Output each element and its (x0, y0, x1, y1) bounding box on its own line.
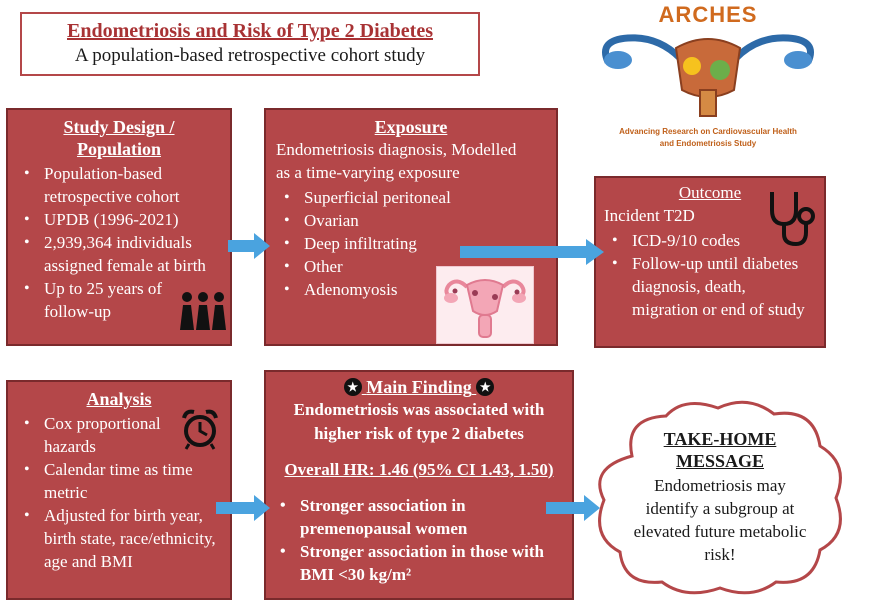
list-item: ICD-9/10 codes (604, 229, 816, 252)
list-item: Calendar time as time metric (16, 458, 222, 504)
list-item: Stronger association in premenopausal wo… (272, 494, 566, 540)
main-finding-box: ★ Main Finding ★ Endometriosis was assoc… (264, 370, 574, 600)
logo-uterus-graphic (602, 34, 814, 117)
list-item: Up to 25 years of follow-up (16, 277, 222, 323)
logo-tagline-1: Advancing Research on Cardiovascular Hea… (619, 127, 797, 136)
list-item: Deep infiltrating (276, 232, 546, 255)
star-icon: ★ (476, 378, 495, 396)
poster-title: Endometriosis and Risk of Type 2 Diabete… (67, 20, 433, 42)
take-home-cloud (598, 400, 842, 595)
alarm-clock-icon (182, 409, 218, 450)
take-home-text: TAKE-HOME MESSAGE Endometriosis may iden… (628, 428, 812, 566)
list-item: Cox proportional hazards (16, 412, 222, 458)
outcome-heading: Outcome (678, 183, 742, 202)
stethoscope-icon (770, 192, 815, 247)
list-item: Other (276, 255, 546, 278)
study-design-list: Population-based retrospective cohort UP… (16, 162, 222, 323)
arches-logo: ARCHES Advancing Research on Cardiovascu… (588, 0, 828, 160)
main-finding-heading: Main Finding (366, 377, 472, 397)
study-design-heading: Study Design / Population (63, 117, 175, 159)
outcome-list: ICD-9/10 codes Follow-up until diabetes … (604, 229, 816, 321)
analysis-list: Cox proportional hazards Calendar time a… (16, 412, 222, 573)
main-finding-list: Stronger association in premenopausal wo… (272, 494, 566, 586)
list-item: Stronger association in those with BMI <… (272, 540, 566, 586)
uterus-image (436, 266, 534, 344)
title-box: Endometriosis and Risk of Type 2 Diabete… (20, 12, 480, 76)
list-item: UPDB (1996-2021) (16, 208, 222, 231)
take-home-message: Endometriosis may identify a subgroup at… (633, 476, 807, 564)
arrow-design-to-exposure (228, 233, 270, 259)
hazard-ratio: Overall HR: 1.46 (95% CI 1.43, 1.50) (284, 460, 554, 479)
take-home-heading: TAKE-HOME MESSAGE (663, 429, 777, 471)
women-group-icon (180, 292, 226, 330)
analysis-heading: Analysis (86, 389, 152, 409)
arrow-finding-to-takehome (546, 495, 600, 521)
exposure-list: Superficial peritoneal Ovarian Deep infi… (276, 186, 546, 301)
logo-tagline-2: and Endometriosis Study (659, 139, 757, 148)
list-item: Follow-up until diabetes diagnosis, deat… (604, 252, 816, 321)
outcome-box: Outcome Incident T2D ICD-9/10 codes Foll… (594, 176, 826, 348)
exposure-heading: Exposure (374, 117, 448, 137)
exposure-intro: Endometriosis diagnosis, Modelled as a t… (276, 140, 517, 182)
logo-title: ARCHES (658, 2, 758, 27)
main-finding-statement: Endometriosis was associated with higher… (293, 400, 545, 443)
list-item: Population-based retrospective cohort (16, 162, 222, 208)
arrow-analysis-to-finding (216, 495, 270, 521)
arrow-exposure-to-outcome (460, 239, 604, 265)
list-item: Superficial peritoneal (276, 186, 546, 209)
outcome-intro: Incident T2D (604, 206, 695, 225)
star-icon: ★ (343, 378, 362, 396)
list-item: 2,939,364 individuals assigned female at… (16, 231, 222, 277)
list-item: Adenomyosis (276, 278, 546, 301)
uterus-icon (444, 279, 526, 338)
study-design-box: Study Design / Population Population-bas… (6, 108, 232, 346)
poster-subtitle: A population-based retrospective cohort … (74, 45, 426, 66)
analysis-box: Analysis Cox proportional hazards Calend… (6, 380, 232, 600)
list-item: Adjusted for birth year, birth state, ra… (16, 504, 222, 573)
list-item: Ovarian (276, 209, 546, 232)
exposure-box: Exposure Endometriosis diagnosis, Modell… (264, 108, 558, 346)
